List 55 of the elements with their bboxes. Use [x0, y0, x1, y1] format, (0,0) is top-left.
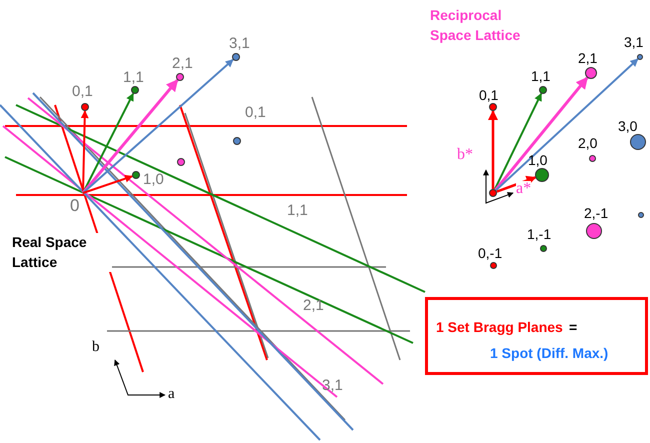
lattice-point [131, 86, 139, 94]
point-label: 2,0 [578, 136, 598, 150]
lattice-point [540, 244, 546, 252]
heading: Real Space Lattice [12, 233, 112, 272]
axis-label: a [168, 387, 175, 402]
bragg-planes-text: 1 Set Bragg Planes [436, 320, 563, 334]
lattice-point [586, 223, 602, 239]
plane-label: 0,1 [245, 105, 266, 120]
plane-label: 3,1 [322, 378, 343, 393]
point-label: 1,1 [531, 69, 550, 83]
plane-label: 2,1 [303, 298, 324, 313]
point-label: 1,0 [528, 153, 548, 167]
lattice-point [588, 154, 596, 162]
lattice-point [176, 73, 184, 81]
arrow [495, 58, 638, 192]
point-label: 2,1 [578, 51, 598, 65]
axis-label: b [92, 340, 100, 355]
lattice-point [637, 54, 643, 60]
lattice-point [490, 262, 496, 268]
point-label: 0,-1 [478, 246, 502, 260]
lattice-point [630, 134, 646, 150]
lattice-point [233, 137, 241, 145]
arrow [82, 58, 234, 194]
arrow [82, 79, 179, 194]
point-label: 1,1 [123, 70, 144, 85]
plane-label: 1,1 [287, 203, 308, 218]
note-box [425, 297, 648, 375]
point-label: 3,1 [624, 35, 644, 49]
lattice-point [638, 212, 644, 218]
point-label: 0,1 [479, 88, 498, 102]
lattice-point [585, 67, 597, 79]
point-label: 1,-1 [527, 227, 552, 241]
lattice-point [177, 158, 185, 166]
lattice-point [539, 86, 547, 94]
point-label: 2,1 [172, 56, 193, 71]
point-label: 3,1 [229, 36, 250, 51]
arrow [82, 174, 133, 194]
arrow [488, 110, 498, 189]
origin-label: 0 [70, 197, 80, 214]
arrow [80, 110, 89, 194]
point-label: 1,0 [143, 172, 164, 187]
lattice-point [489, 103, 497, 111]
lattice-point [81, 103, 89, 111]
equals-sign: = [569, 320, 578, 334]
arrow [494, 76, 588, 191]
spot-text: 1 Spot (Diff. Max.) [490, 346, 608, 360]
point-label: 3,0 [618, 119, 638, 133]
lattice-point [232, 53, 240, 61]
arrow [496, 176, 536, 193]
lattice-point [132, 171, 140, 179]
arrow [494, 92, 542, 190]
point-label: 2,-1 [584, 206, 608, 220]
lattice-point [535, 168, 549, 182]
point-label: 0,1 [72, 84, 93, 99]
lattice-point [489, 189, 497, 197]
